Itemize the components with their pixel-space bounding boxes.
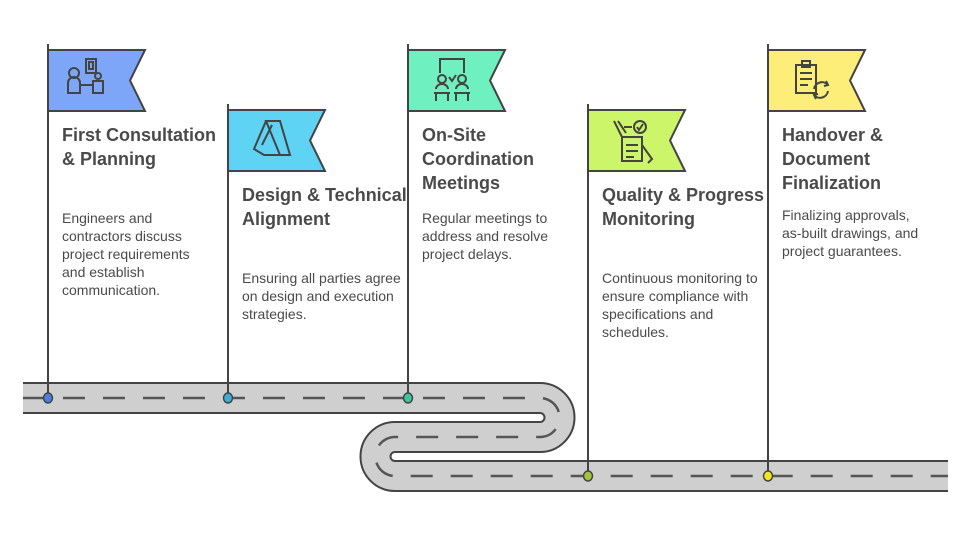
milestone-dot xyxy=(762,470,774,482)
step-description: Finalizing approvals, as-built drawings,… xyxy=(782,207,919,259)
flag-banner xyxy=(587,109,687,172)
step-description: Ensuring all parties agree on design and… xyxy=(242,270,401,322)
milestone-dot xyxy=(582,470,594,482)
step-title: Quality & Progress Monitoring xyxy=(602,185,765,229)
step-title: First Consultation & Planning xyxy=(62,125,216,169)
checklist-icon xyxy=(613,120,654,164)
step-description: Engineers and contractors discuss projec… xyxy=(62,210,190,298)
milestone-flag-5 xyxy=(762,44,867,482)
step-description: Regular meetings to address and resolve … xyxy=(422,210,549,262)
flag-banner xyxy=(227,109,327,172)
step-title: Design & Technical Alignment xyxy=(242,185,407,229)
milestone-flag-1 xyxy=(42,44,147,404)
milestone-dot xyxy=(222,392,234,404)
step-title: On-Site Coordination Meetings xyxy=(422,125,534,193)
step-title: Handover & Document Finalization xyxy=(782,125,884,193)
flag-banner xyxy=(407,49,507,112)
clipboard-sync-icon xyxy=(795,60,830,100)
milestone-flag-3 xyxy=(402,44,507,404)
milestone-flag-2 xyxy=(222,104,327,404)
meeting-icon xyxy=(67,58,104,94)
step-description: Continuous monitoring to ensure complian… xyxy=(602,270,758,340)
presentation-icon xyxy=(434,58,470,101)
milestone-flag-4 xyxy=(582,104,687,482)
milestone-dot xyxy=(42,392,54,404)
design-logo-icon xyxy=(252,120,292,156)
milestone-dot xyxy=(402,392,414,404)
